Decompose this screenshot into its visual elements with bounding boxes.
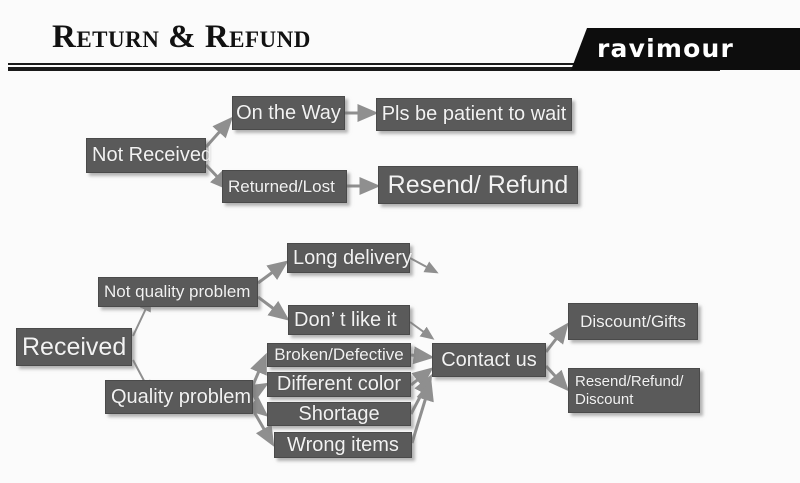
flow-node-not-quality[interactable]: Not quality problem	[98, 277, 258, 307]
flow-node-label: Not quality problem	[104, 282, 251, 302]
flow-node-long-delivery[interactable]: Long delivery	[287, 243, 412, 273]
flow-node-label: Not Received	[92, 144, 213, 166]
flow-node-label: Discount/Gifts	[580, 311, 686, 331]
flow-node-returned-lost[interactable]: Returned/Lost	[222, 170, 347, 203]
flow-node-dont-like-it[interactable]: Don’ t like it	[288, 305, 410, 335]
flow-node-resend-refund[interactable]: Resend/ Refund	[378, 166, 578, 204]
flow-node-label: Shortage	[298, 402, 380, 425]
flow-node-on-the-way[interactable]: On the Way	[232, 96, 345, 130]
flow-node-received[interactable]: Received	[16, 328, 132, 366]
flow-node-label: Returned/Lost	[228, 176, 335, 196]
page-title: Return & Refund	[52, 19, 311, 55]
flow-node-broken-defective[interactable]: Broken/Defective	[267, 343, 411, 367]
flow-node-label: Resend/ Refund	[387, 170, 569, 199]
brand-logo-text: ravimour	[597, 34, 735, 63]
header-rule-thin	[8, 63, 720, 65]
flow-node-not-received[interactable]: Not Received	[86, 138, 212, 173]
flow-node-label: Contact us	[441, 348, 537, 371]
flow-node-resend-refund-disc[interactable]: Resend/Refund/ Discount	[568, 368, 700, 413]
flow-node-label: Pls be patient to wait	[381, 103, 567, 125]
flow-node-label: Resend/Refund/ Discount	[575, 372, 684, 408]
flow-node-contact-us[interactable]: Contact us	[432, 343, 546, 377]
flow-node-label: Received	[22, 332, 127, 361]
flow-node-discount-gifts[interactable]: Discount/Gifts	[568, 303, 698, 340]
flow-node-label: Don’ t like it	[294, 308, 397, 331]
flow-node-quality[interactable]: Quality problem	[105, 380, 253, 414]
flow-node-label: Quality problem	[111, 385, 252, 408]
flow-node-label: Wrong items	[287, 433, 399, 456]
flow-node-pls-be-patient[interactable]: Pls be patient to wait	[376, 98, 572, 131]
flow-node-wrong-items[interactable]: Wrong items	[274, 432, 412, 458]
flow-node-label: Different color	[276, 373, 402, 395]
flow-node-label: Long delivery	[293, 246, 412, 269]
slide-header: Return & Refund ravimour	[0, 0, 800, 78]
flow-node-label: Broken/Defective	[274, 345, 404, 365]
brand-logo-plate	[571, 28, 800, 70]
flow-node-label: On the Way	[236, 101, 341, 124]
flow-node-different-color[interactable]: Different color	[267, 372, 411, 397]
flow-node-shortage[interactable]: Shortage	[267, 402, 411, 426]
header-rule-thick	[8, 67, 720, 71]
